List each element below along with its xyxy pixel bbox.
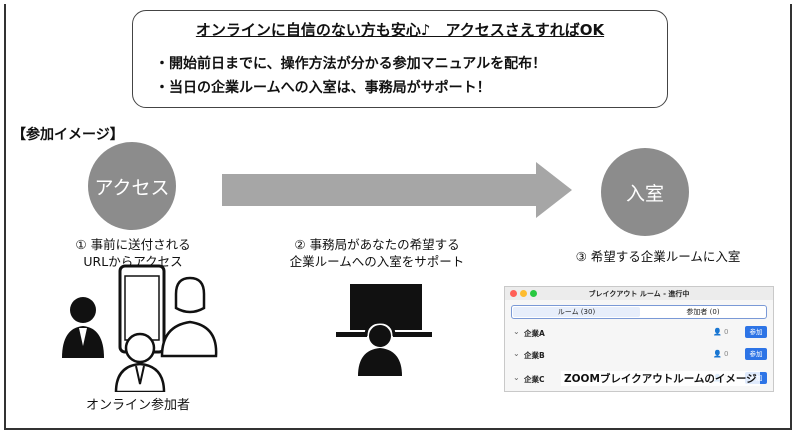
person-icon: 👤 (713, 328, 722, 336)
flow-arrow-icon (222, 162, 572, 218)
person-outline-icon (114, 332, 166, 392)
step-2-line-1: ② 事務局があなたの希望する (294, 237, 460, 252)
outer-frame (4, 4, 792, 430)
join-button[interactable]: 参加 (745, 348, 767, 360)
room-count: 👤 0 (713, 350, 728, 358)
enter-room-circle: 入室 (601, 148, 689, 236)
room-tabs: ルーム (30) 参加者 (0) (511, 305, 767, 319)
participants-caption: オンライン参加者 (86, 398, 191, 413)
participants-illustration (62, 264, 218, 392)
chevron-down-icon[interactable]: ⌄ (513, 349, 520, 358)
window-title: ブレイクアウト ルーム - 進行中 (588, 290, 690, 298)
staff-computer-icon (336, 284, 432, 376)
businesswoman-icon (160, 276, 218, 358)
tab-participants[interactable]: 参加者 (0) (686, 308, 720, 316)
step-2-line-2: 企業ルームへの入室をサポート (289, 254, 465, 269)
room-name: 企業C (524, 375, 545, 384)
tab-rooms[interactable]: ルーム (30) (513, 307, 640, 317)
room-name: 企業B (524, 351, 545, 360)
access-circle: アクセス (88, 142, 176, 230)
enter-room-circle-label: 入室 (625, 182, 664, 205)
businessman-icon (62, 297, 104, 358)
smartphone-icon (118, 264, 166, 354)
callout-bullet-support: ・当日の企業ルームへの入室は、事務局がサポート！ (155, 80, 491, 96)
step-2-text: ② 事務局があなたの希望する 企業ルームへの入室をサポート (272, 236, 482, 270)
info-callout: オンラインに自信のない方も安心♪ アクセスさえすればOK ・開始前日までに、操作… (132, 10, 668, 108)
room-row[interactable]: ⌄ 企業A 👤 0 参加 (513, 325, 767, 341)
room-count-value: 0 (723, 328, 729, 336)
room-row[interactable]: ⌄ 企業B 👤 0 参加 (513, 347, 767, 363)
step-3-text: ③ 希望する企業ルームに入室 (558, 248, 758, 265)
section-label: 【参加イメージ】 (12, 127, 124, 143)
step-1-line-1: ① 事前に送付される (75, 237, 191, 252)
step-3-line-1: ③ 希望する企業ルームに入室 (575, 249, 741, 264)
zoom-caption: ZOOMブレイクアウトルームのイメージ (561, 371, 760, 386)
room-name: 企業A (524, 329, 545, 338)
callout-bullet-manual: ・開始前日までに、操作方法が分かる参加マニュアルを配布！ (155, 56, 547, 72)
room-count: 👤 0 (713, 328, 728, 336)
chevron-down-icon[interactable]: ⌄ (513, 373, 520, 382)
person-icon: 👤 (713, 350, 722, 358)
callout-headline: オンラインに自信のない方も安心♪ アクセスさえすればOK (195, 21, 605, 39)
close-window-icon[interactable] (510, 290, 517, 297)
maximize-window-icon[interactable] (530, 290, 537, 297)
access-circle-label: アクセス (94, 176, 170, 199)
zoom-breakout-window: ブレイクアウト ルーム - 進行中 ルーム (30) 参加者 (0) ⌄ 企業A… (504, 286, 774, 392)
room-count-value: 0 (723, 350, 729, 358)
minimize-window-icon[interactable] (520, 290, 527, 297)
chevron-down-icon[interactable]: ⌄ (513, 327, 520, 336)
window-titlebar: ブレイクアウト ルーム - 進行中 (505, 287, 773, 300)
join-button[interactable]: 参加 (745, 326, 767, 338)
